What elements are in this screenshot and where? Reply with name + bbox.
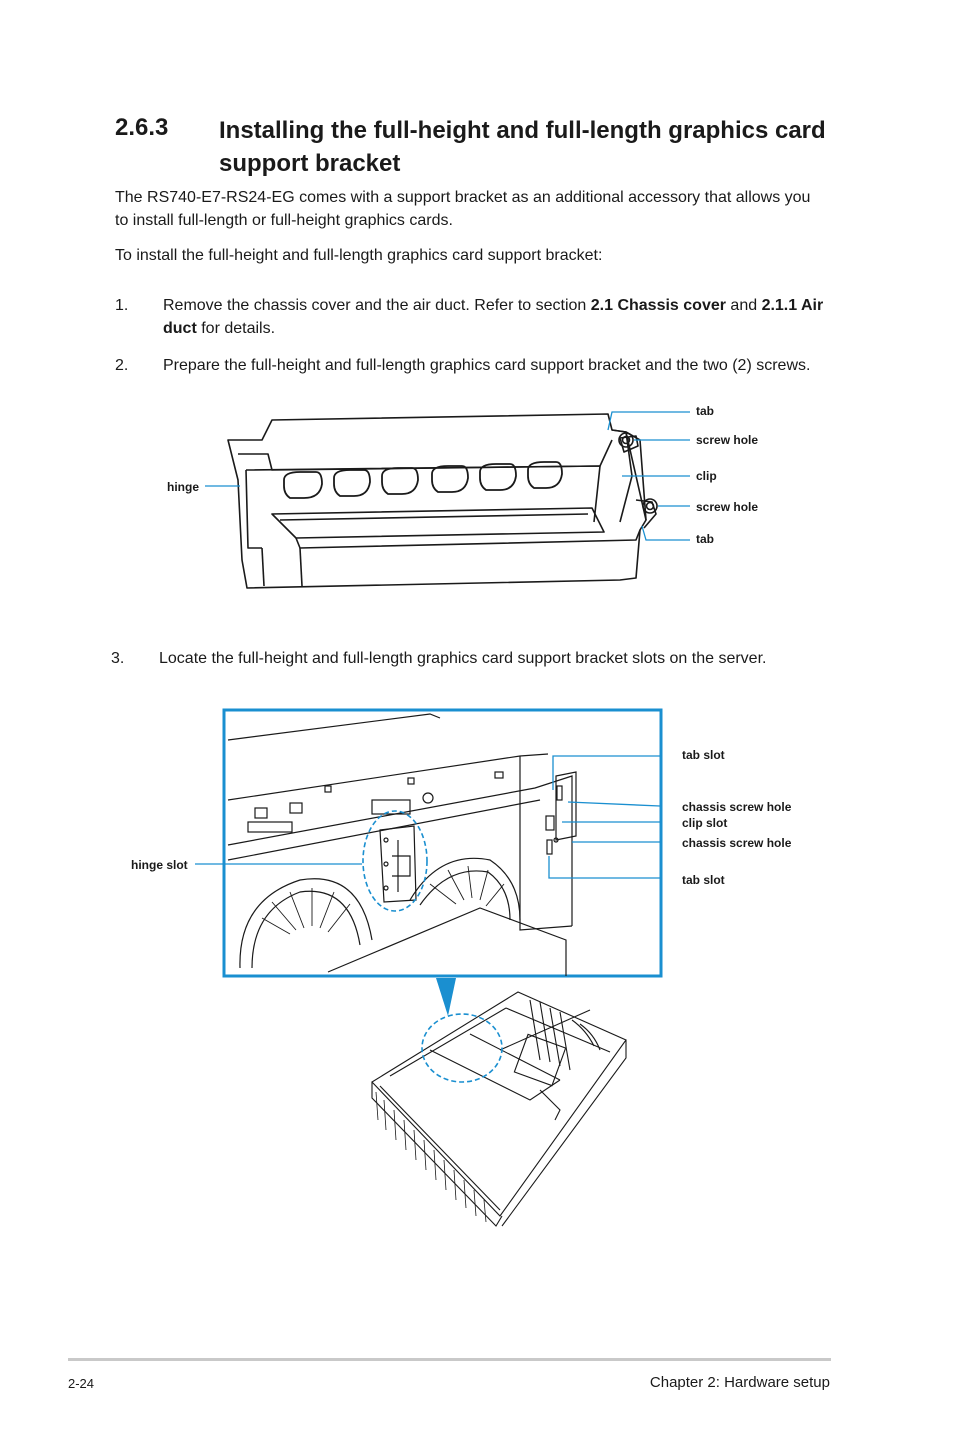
section-title: Installing the full-height and full-leng… bbox=[219, 117, 826, 177]
intro-paragraph: The RS740-E7-RS24-EG comes with a suppor… bbox=[115, 189, 811, 229]
step-1-link-air-duct: 2.1.1 Air duct bbox=[163, 297, 824, 337]
step-3-number: 3. bbox=[111, 650, 125, 667]
step-1-text-b: and bbox=[725, 297, 762, 314]
label-chassis-screw-hole-bottom: chassis screw hole bbox=[682, 836, 792, 850]
step-1-link-chassis-cover: 2.1 Chassis cover bbox=[590, 297, 726, 314]
label-hinge-slot: hinge slot bbox=[131, 858, 188, 872]
label-screw-hole-bottom: screw hole bbox=[696, 500, 759, 514]
section-number: 2.6.3 bbox=[115, 114, 169, 141]
step-1-text-c: for details. bbox=[196, 320, 276, 337]
step-2-number: 2. bbox=[115, 357, 129, 374]
label-clip: clip bbox=[696, 469, 717, 483]
label-tab-slot-bottom: tab slot bbox=[682, 873, 725, 887]
step-3-text: Locate the full-height and full-length g… bbox=[159, 650, 767, 667]
label-screw-hole-top: screw hole bbox=[696, 433, 759, 447]
label-clip-slot: clip slot bbox=[682, 816, 728, 830]
step-1-text-a: Remove the chassis cover and the air duc… bbox=[163, 297, 591, 314]
label-chassis-screw-hole-top: chassis screw hole bbox=[682, 800, 792, 814]
footer-divider bbox=[68, 1358, 831, 1361]
chapter-title: Chapter 2: Hardware setup bbox=[649, 1374, 830, 1391]
step-1-text: Remove the chassis cover and the air duc… bbox=[163, 294, 843, 340]
page-number: 2-24 bbox=[68, 1376, 95, 1391]
label-tab-slot-top: tab slot bbox=[682, 748, 725, 762]
step-1-number: 1. bbox=[115, 297, 129, 314]
label-tab-top: tab bbox=[696, 404, 714, 418]
step-2-text: Prepare the full-height and full-length … bbox=[163, 357, 811, 374]
intro-instruction: To install the full-height and full-leng… bbox=[115, 247, 603, 264]
label-tab-bottom: tab bbox=[696, 532, 714, 546]
label-hinge: hinge bbox=[167, 480, 199, 494]
